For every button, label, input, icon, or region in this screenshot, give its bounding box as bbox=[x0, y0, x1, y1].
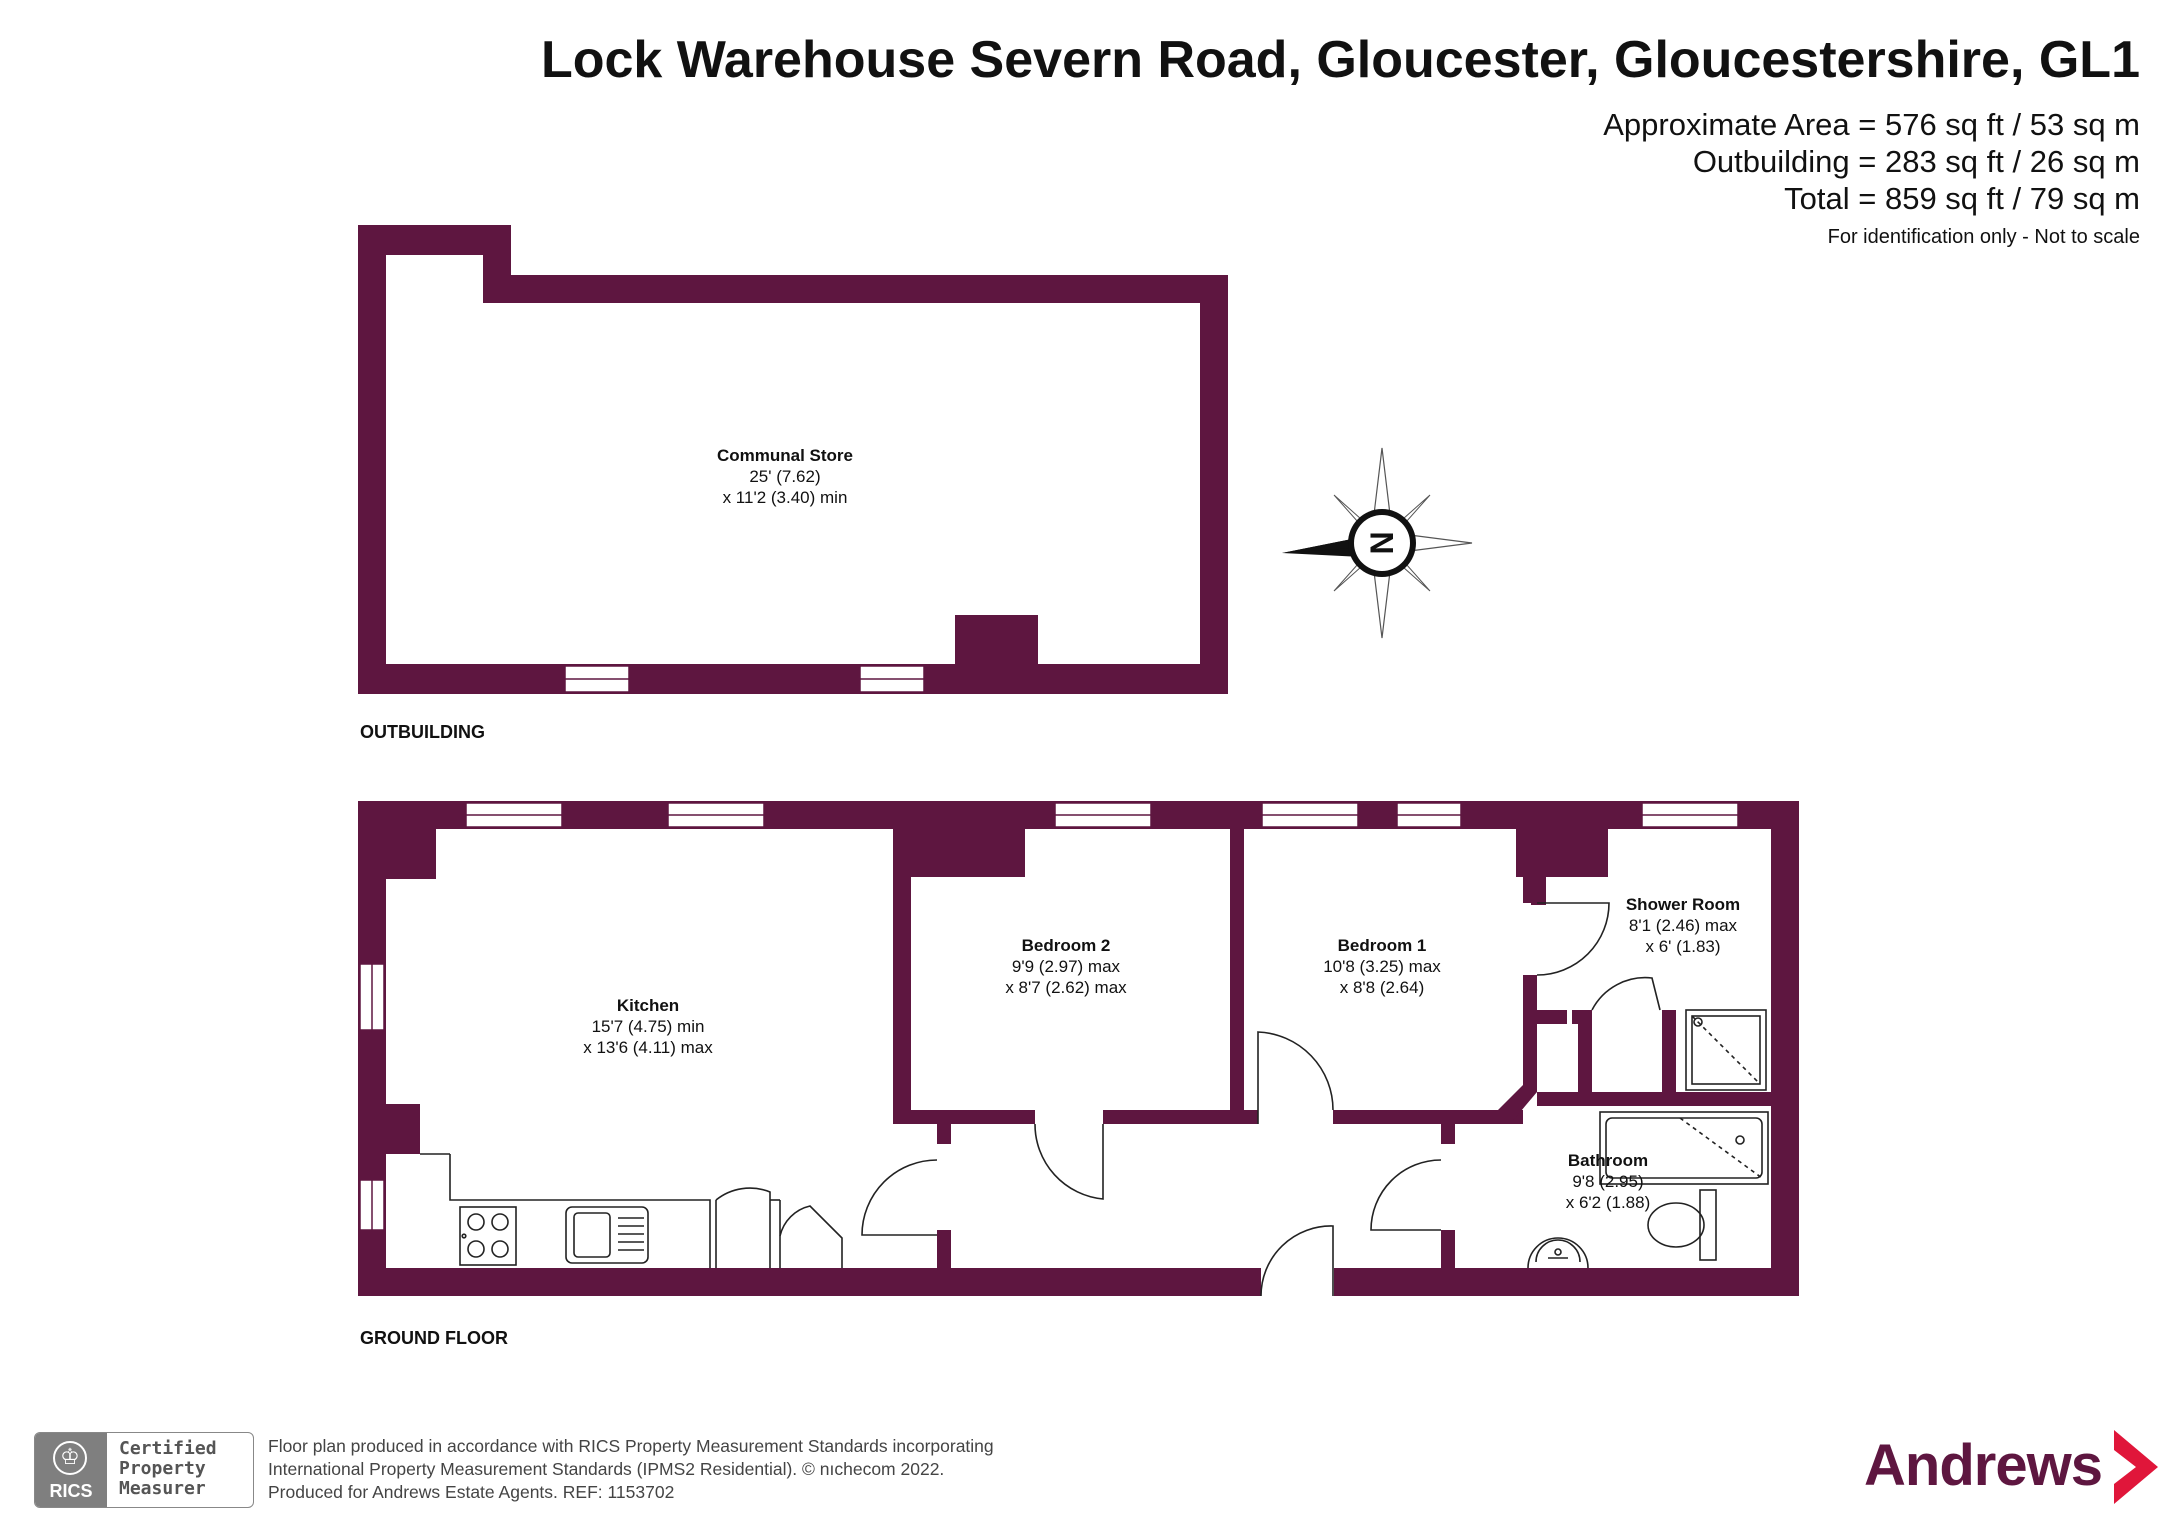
toilet-icon bbox=[1647, 1189, 1717, 1261]
room-dimension: 25' (7.62) bbox=[749, 467, 820, 486]
scale-note: For identification only - Not to scale bbox=[1827, 226, 2140, 248]
room-bedroom-2: Bedroom 2 9'9 (2.97) max x 8'7 (2.62) ma… bbox=[1005, 936, 1127, 997]
room-dimension: 8'1 (2.46) max bbox=[1629, 916, 1738, 935]
bedroom2-door bbox=[1034, 1123, 1104, 1200]
hob-icon bbox=[459, 1206, 517, 1266]
approximate-area: Approximate Area = 576 sq ft / 53 sq m bbox=[1603, 107, 2140, 142]
partition bbox=[1537, 1010, 1567, 1024]
partition bbox=[1230, 829, 1244, 1124]
compass-north-label: N bbox=[1364, 531, 1400, 554]
wall-right bbox=[1771, 801, 1799, 1296]
room-dimension: 10'8 (3.25) max bbox=[1323, 957, 1441, 976]
windows-top bbox=[465, 802, 1739, 828]
wall-bottom-mid bbox=[951, 1268, 1261, 1296]
room-name: Shower Room bbox=[1626, 895, 1740, 914]
outbuilding-area: Outbuilding = 283 sq ft / 26 sq m bbox=[1692, 144, 2140, 179]
room-name: Bathroom bbox=[1568, 1151, 1648, 1170]
windows-left bbox=[359, 963, 385, 1231]
room-bathroom: Bathroom 9'8 (2.95) x 6'2 (1.88) bbox=[1566, 1151, 1651, 1212]
room-dimension: 15'7 (4.75) min bbox=[592, 1017, 705, 1036]
partition bbox=[1498, 1057, 1537, 1124]
shower-tray-icon bbox=[1685, 1009, 1767, 1091]
rics-lion-icon: ♔ bbox=[53, 1441, 87, 1475]
badge-line: Measurer bbox=[119, 1478, 206, 1499]
rics-logo: ♔ RICS bbox=[35, 1433, 107, 1507]
partition bbox=[893, 829, 911, 1123]
partition bbox=[1537, 1092, 1771, 1106]
partition bbox=[937, 1124, 951, 1144]
brand-logo: Andrews bbox=[1864, 1433, 2103, 1498]
rics-label: RICS bbox=[49, 1481, 93, 1501]
ground-floor-plan: Kitchen 15'7 (4.75) min x 13'6 (4.11) ma… bbox=[358, 801, 1799, 1297]
room-name: Kitchen bbox=[617, 996, 679, 1015]
area-summary: Approximate Area = 576 sq ft / 53 sq m O… bbox=[1603, 106, 2140, 217]
partition bbox=[1244, 1110, 1258, 1124]
partition bbox=[1441, 1124, 1455, 1144]
pillar bbox=[905, 829, 1025, 877]
chevron-right-icon bbox=[2114, 1430, 2158, 1504]
room-bedroom-1: Bedroom 1 10'8 (3.25) max x 8'8 (2.64) bbox=[1323, 936, 1441, 997]
footer-disclaimer: Floor plan produced in accordance with R… bbox=[268, 1435, 994, 1504]
partition bbox=[893, 1110, 1035, 1124]
footer-line: Floor plan produced in accordance with R… bbox=[268, 1436, 994, 1456]
room-shower-room: Shower Room 8'1 (2.46) max x 6' (1.83) bbox=[1626, 895, 1740, 956]
partition bbox=[1523, 975, 1537, 1057]
footer-line: International Property Measurement Stand… bbox=[268, 1459, 945, 1479]
room-dimension: x 13'6 (4.11) max bbox=[583, 1038, 713, 1057]
certified-measurer-text: Certified Property Measurer bbox=[119, 1439, 217, 1499]
outbuilding-plan: Communal Store 25' (7.62) x 11'2 (3.40) … bbox=[358, 225, 1228, 694]
total-area: Total = 859 sq ft / 79 sq m bbox=[1784, 181, 2140, 216]
room-name: Bedroom 1 bbox=[1338, 936, 1427, 955]
bathroom-door bbox=[1370, 1159, 1442, 1231]
room-dimension: x 11'2 (3.40) min bbox=[723, 488, 848, 507]
room-name: Communal Store bbox=[717, 446, 853, 465]
partition bbox=[1523, 829, 1537, 903]
partition bbox=[937, 1230, 951, 1268]
partition bbox=[1441, 1230, 1455, 1268]
room-kitchen: Kitchen 15'7 (4.75) min x 13'6 (4.11) ma… bbox=[583, 996, 713, 1057]
partition bbox=[1103, 1110, 1230, 1124]
outbuilding-label: OUTBUILDING bbox=[360, 722, 485, 742]
basin-icon bbox=[1527, 1237, 1589, 1269]
pillar bbox=[386, 829, 436, 879]
badge-line: Certified bbox=[119, 1438, 217, 1459]
partition bbox=[1662, 1010, 1676, 1096]
ground-floor-label: GROUND FLOOR bbox=[360, 1328, 508, 1348]
room-communal-store: Communal Store 25' (7.62) x 11'2 (3.40) … bbox=[717, 446, 853, 507]
doors bbox=[861, 902, 1661, 1297]
room-dimension: x 6' (1.83) bbox=[1645, 937, 1720, 956]
room-dimension: x 8'7 (2.62) max bbox=[1005, 978, 1127, 997]
outbuilding-chimney bbox=[955, 615, 1038, 667]
room-dimension: 9'8 (2.95) bbox=[1572, 1172, 1643, 1191]
bath-icon bbox=[1599, 1111, 1769, 1185]
room-name: Bedroom 2 bbox=[1022, 936, 1111, 955]
room-dimension: x 6'2 (1.88) bbox=[1566, 1193, 1651, 1212]
footer-line: Produced for Andrews Estate Agents. REF:… bbox=[268, 1482, 675, 1502]
compass-rose-icon: N bbox=[1282, 447, 1473, 639]
room-dimension: 9'9 (2.97) max bbox=[1012, 957, 1121, 976]
cupboards bbox=[715, 1187, 843, 1268]
shower-cubicle-door bbox=[1591, 976, 1661, 1011]
bedroom1-door bbox=[1257, 1031, 1334, 1124]
shower-door bbox=[1536, 902, 1610, 976]
kitchen-door bbox=[861, 1159, 938, 1236]
kitchen-worktop bbox=[420, 1153, 711, 1268]
sink-icon bbox=[565, 1206, 649, 1264]
badge-line: Property bbox=[119, 1458, 206, 1479]
room-dimension: x 8'8 (2.64) bbox=[1340, 978, 1425, 997]
entrance-door bbox=[1260, 1225, 1334, 1297]
page-title: Lock Warehouse Severn Road, Gloucester, … bbox=[540, 31, 2140, 89]
pillar bbox=[386, 1104, 420, 1154]
partition bbox=[1333, 1110, 1523, 1124]
partition bbox=[1578, 1010, 1592, 1096]
rics-badge: ♔ RICS Certified Property Measurer bbox=[34, 1432, 254, 1508]
